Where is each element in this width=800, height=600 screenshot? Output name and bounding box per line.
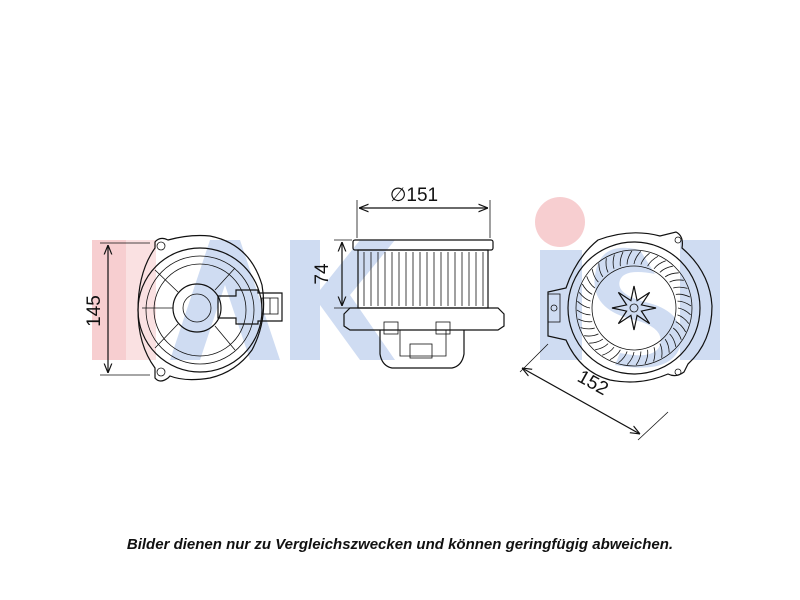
- dimension-label-145: 145: [84, 295, 105, 327]
- dimension-label-152: 152: [574, 366, 612, 400]
- top-view: [547, 231, 713, 383]
- dimension-height: 145: [84, 242, 150, 376]
- dimension-diameter: ∅151: [356, 185, 491, 238]
- side-view: [343, 239, 505, 369]
- dimension-label-74: 74: [312, 263, 333, 285]
- disclaimer-text: Bilder dienen nur zu Vergleichszwecken u…: [126, 536, 674, 553]
- dimension-label-151: ∅151: [390, 185, 438, 206]
- dimension-depth: 74: [312, 239, 352, 309]
- front-view: [137, 234, 283, 382]
